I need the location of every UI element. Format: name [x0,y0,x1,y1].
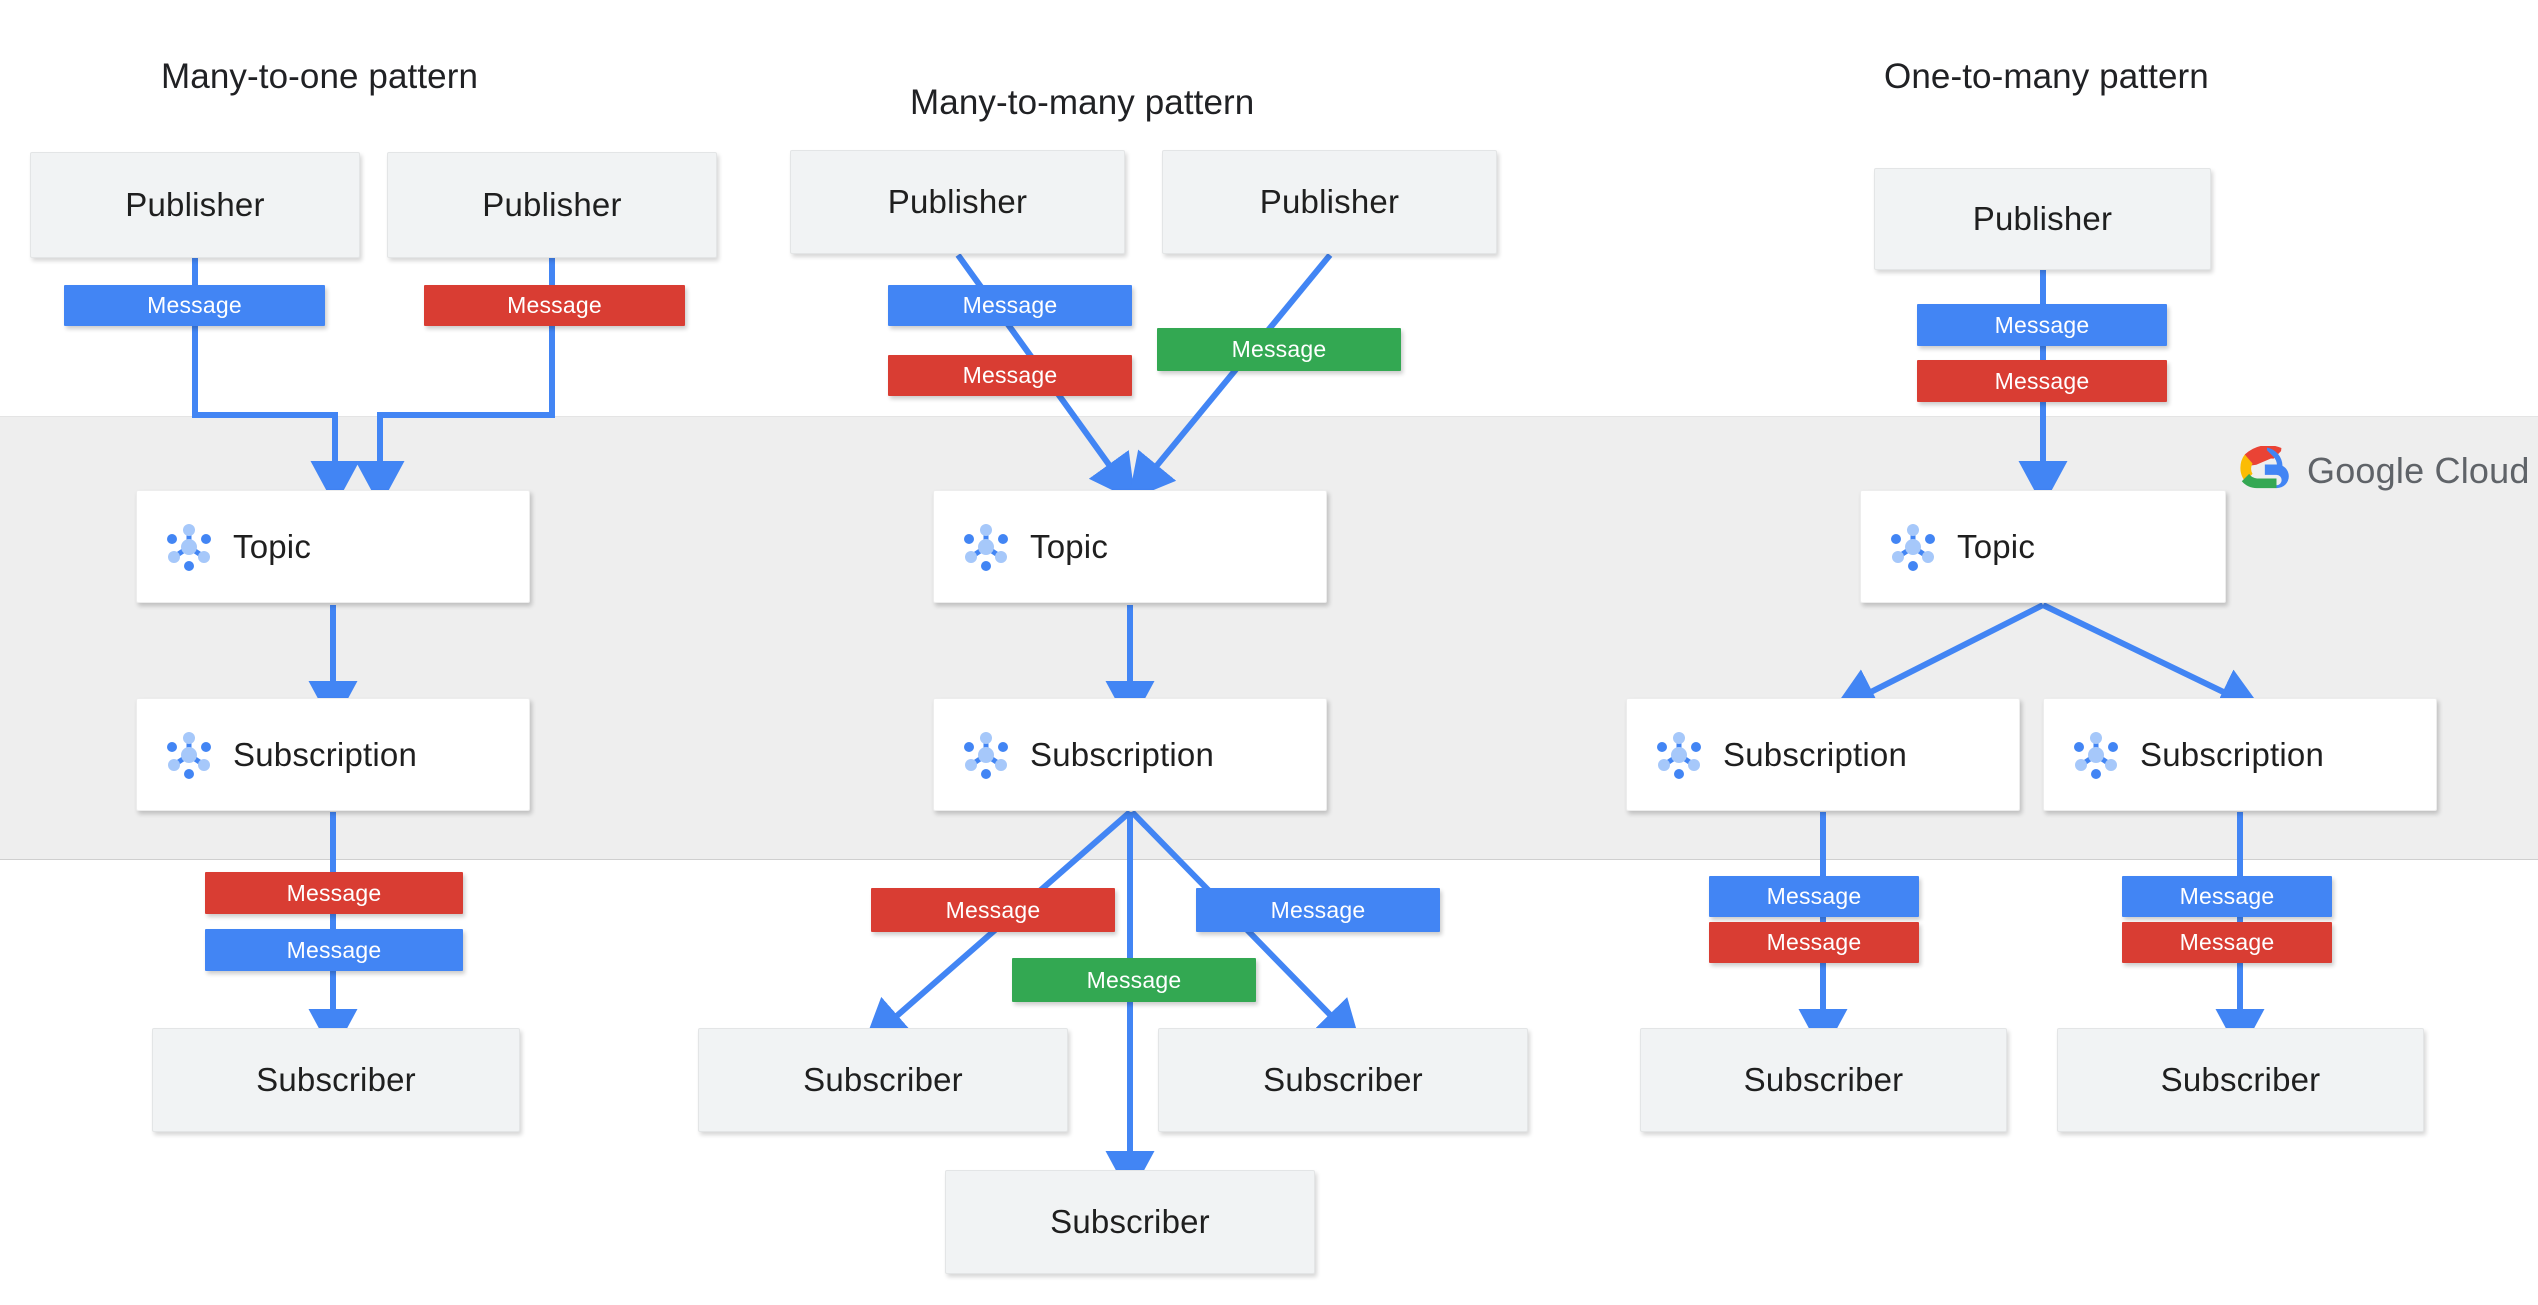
message-chip[interactable]: Message [2122,876,2332,917]
publisher-label: Publisher [1259,183,1400,220]
message-chip[interactable]: Message [205,929,463,971]
message-label: Message [147,292,242,318]
publisher-label: Publisher [125,186,265,223]
google-cloud-wordmark: Google Cloud [2307,450,2530,492]
publisher-box[interactable]: Publisher [1874,168,2211,270]
subscription-label: Subscription [1723,735,1907,773]
subscriber-label: Subscriber [1050,1203,1210,1240]
message-label: Message [1231,336,1327,362]
message-label: Message [1270,896,1366,923]
topic-box[interactable]: Topic [136,490,530,603]
subscription-label: Subscription [233,735,417,773]
pubsub-node-icon [163,729,215,781]
message-chip[interactable]: Message [2122,922,2332,963]
subscriber-label: Subscriber [1263,1061,1423,1098]
message-chip[interactable]: Message [64,285,325,326]
message-chip[interactable]: Message [1917,360,2167,402]
message-label: Message [945,896,1041,923]
message-label: Message [1766,929,1862,955]
subscription-box[interactable]: Subscription [933,698,1327,811]
message-chip[interactable]: Message [205,872,463,914]
subscriber-label: Subscriber [1743,1061,1904,1098]
pubsub-node-icon [163,521,215,573]
message-label: Message [2179,929,2275,955]
publisher-label: Publisher [887,183,1028,220]
message-chip[interactable]: Message [871,888,1115,932]
message-chip[interactable]: Message [888,355,1132,396]
subscription-box[interactable]: Subscription [136,698,530,811]
message-label: Message [962,292,1058,318]
message-label: Message [1994,367,2090,394]
topic-label: Topic [1030,527,1109,565]
message-chip[interactable]: Message [424,285,685,326]
publisher-label: Publisher [482,186,622,223]
subscriber-label: Subscriber [2160,1061,2321,1098]
message-chip[interactable]: Message [1709,876,1919,917]
subscription-label: Subscription [1030,735,1214,773]
publisher-box[interactable]: Publisher [1162,150,1497,254]
topic-label: Topic [233,527,312,565]
message-chip[interactable]: Message [1917,304,2167,346]
pubsub-node-icon [1653,729,1705,781]
pattern-title-many-to-one: Many-to-one pattern [161,57,479,96]
pattern-title-many-to-many: Many-to-many pattern [910,83,1255,122]
message-chip[interactable]: Message [1709,922,1919,963]
pattern-title-one-to-many: One-to-many pattern [1884,57,2209,96]
message-label: Message [1086,966,1182,993]
message-chip[interactable]: Message [1196,888,1440,932]
message-label: Message [2179,883,2275,909]
publisher-box[interactable]: Publisher [30,152,360,258]
topic-box[interactable]: Topic [1860,490,2226,603]
pubsub-node-icon [2070,729,2122,781]
subscription-label: Subscription [2140,735,2324,773]
subscription-box[interactable]: Subscription [1626,698,2020,811]
pubsub-node-icon [1887,521,1939,573]
pubsub-node-icon [960,729,1012,781]
message-label: Message [507,292,602,318]
subscription-box[interactable]: Subscription [2043,698,2437,811]
message-chip[interactable]: Message [1157,328,1401,371]
subscriber-label: Subscriber [803,1061,963,1098]
subscriber-box[interactable]: Subscriber [698,1028,1068,1132]
message-label: Message [286,936,382,963]
publisher-box[interactable]: Publisher [387,152,717,258]
message-label: Message [1766,883,1862,909]
subscriber-box[interactable]: Subscriber [152,1028,520,1132]
message-label: Message [962,362,1058,388]
subscriber-box[interactable]: Subscriber [1640,1028,2007,1132]
publisher-box[interactable]: Publisher [790,150,1125,254]
pubsub-node-icon [960,521,1012,573]
publisher-label: Publisher [1972,200,2113,237]
message-label: Message [1994,311,2090,338]
message-chip[interactable]: Message [1012,958,1256,1002]
subscriber-label: Subscriber [256,1061,416,1098]
google-cloud-brand-lockup: Google Cloud [2237,445,2530,495]
message-chip[interactable]: Message [888,285,1132,326]
topic-label: Topic [1957,527,2036,565]
topic-box[interactable]: Topic [933,490,1327,603]
brand-word-cloud: Cloud [2434,449,2530,491]
subscriber-box[interactable]: Subscriber [945,1170,1315,1274]
message-label: Message [286,879,382,906]
subscriber-box[interactable]: Subscriber [2057,1028,2424,1132]
brand-word-google: Google [2307,449,2425,491]
google-cloud-logo-icon [2237,445,2291,495]
subscriber-box[interactable]: Subscriber [1158,1028,1528,1132]
